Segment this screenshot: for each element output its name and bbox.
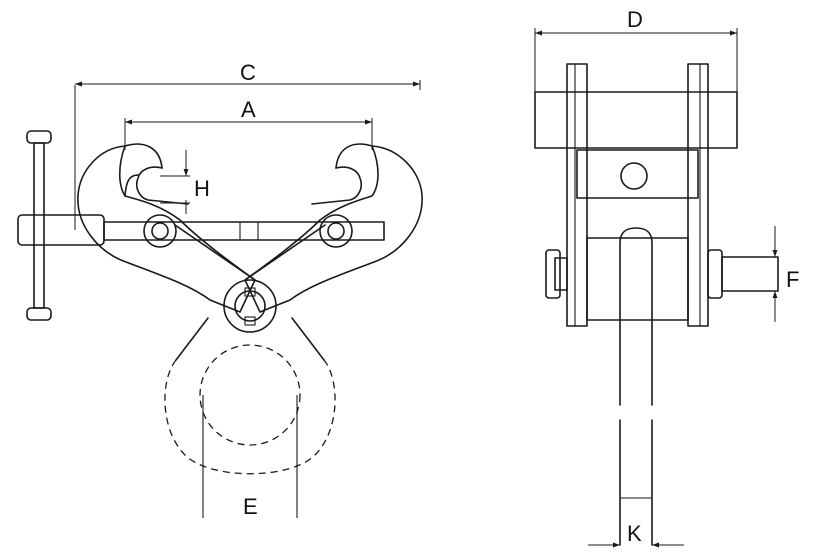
dimension-k: K [588,521,684,548]
label-e: E [243,494,258,519]
shackle-bar [619,227,653,406]
label-d: D [627,7,643,32]
dimension-a: A [124,97,373,150]
side-view [534,63,779,546]
label-a: A [241,97,256,122]
front-view [17,130,423,518]
right-jaw [244,145,423,313]
label-c: C [240,60,256,85]
dimension-c: C [74,60,421,230]
dimension-d: D [534,7,738,92]
tommy-bar [17,130,105,321]
side-plate-left [566,63,588,327]
shackle-pin-outer [223,279,277,333]
left-jaw [77,145,256,313]
dimension-h: H [160,150,210,214]
dimension-f: F [772,226,799,322]
load-ring-outer [164,359,336,475]
label-k: K [627,521,642,546]
label-h: H [194,176,210,201]
load-ring-inner [199,344,301,446]
side-plate-right [687,63,709,327]
spindle [103,221,385,241]
label-f: F [786,267,799,292]
dimension-e: E [243,494,258,519]
